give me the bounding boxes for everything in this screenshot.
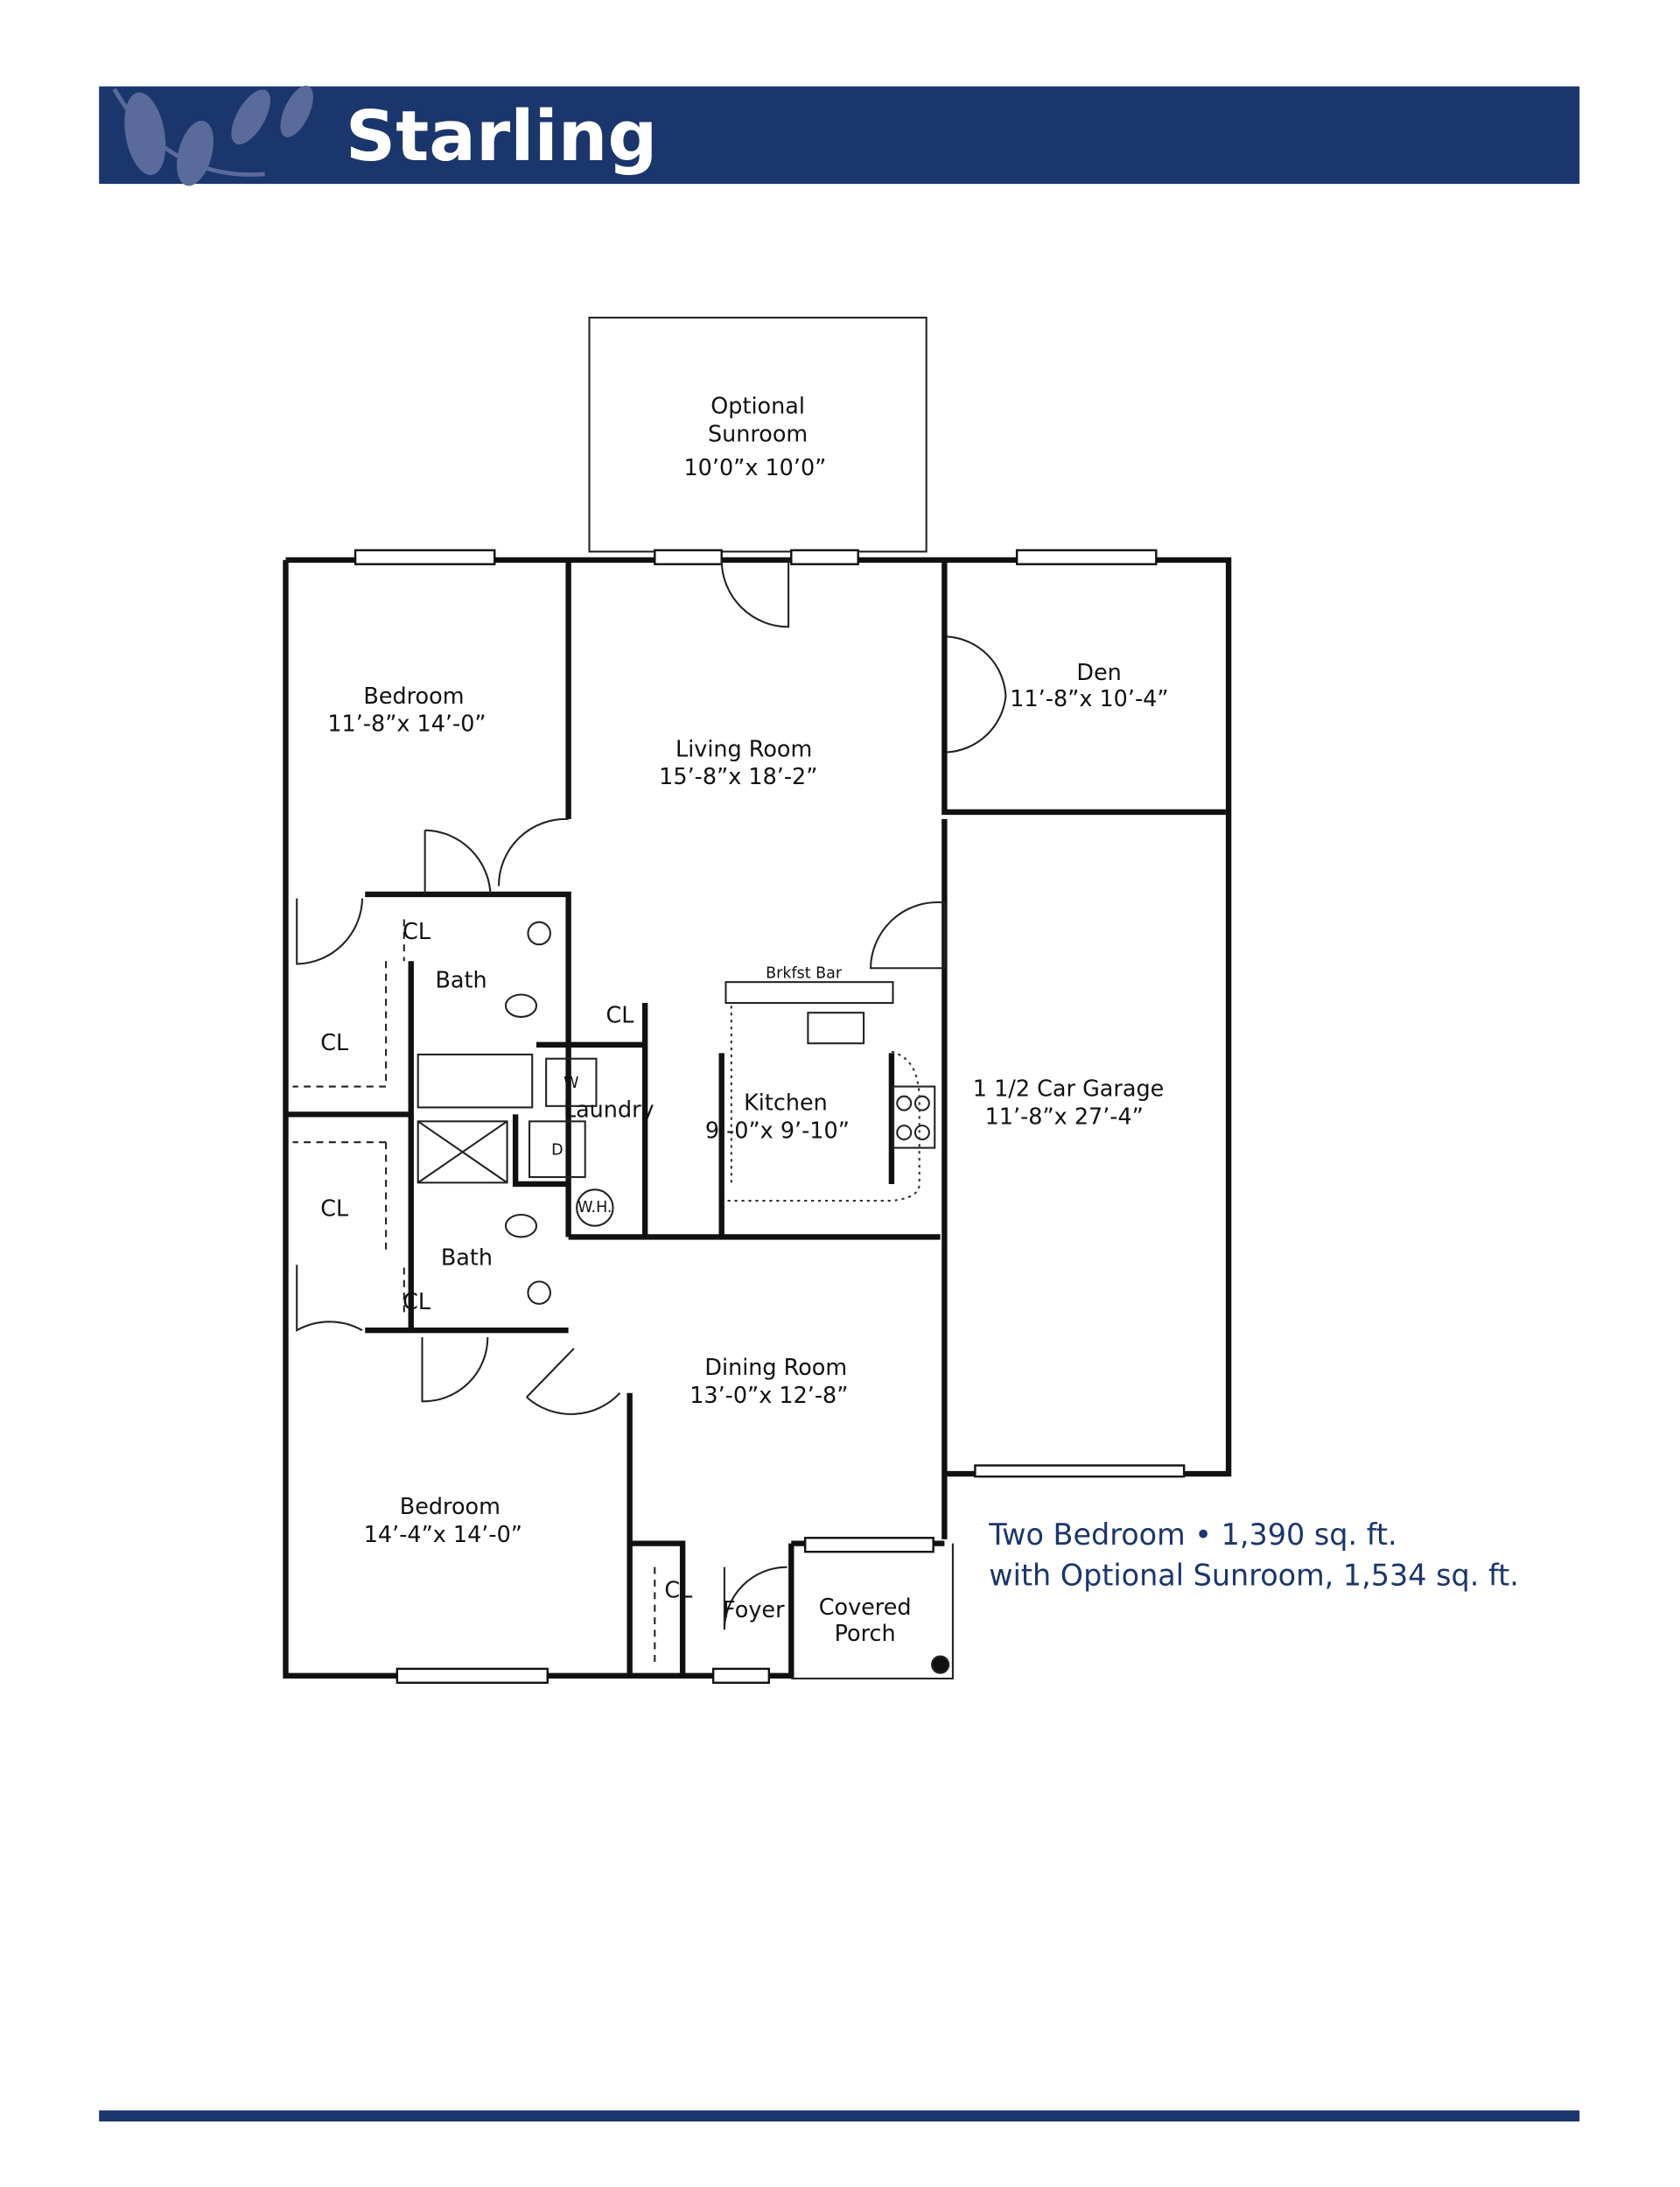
garage-size: 11’-8”x 27’-4” bbox=[985, 1104, 1144, 1131]
fixtures bbox=[292, 919, 950, 1674]
leaf-logo-icon bbox=[112, 85, 313, 186]
bath1-label: Bath bbox=[435, 968, 486, 994]
bath2-label: Bath bbox=[441, 1244, 493, 1271]
living-room-size: 15’-8”x 18’-2” bbox=[659, 764, 817, 790]
porch-label: Covered bbox=[819, 1595, 912, 1621]
summary-line-1: Two Bedroom • 1,390 sq. ft. bbox=[988, 1518, 1396, 1552]
doors bbox=[296, 559, 1007, 1630]
bedroom1-size: 11’-8”x 14’-0” bbox=[327, 711, 486, 738]
bedroom2-label: Bedroom bbox=[400, 1494, 500, 1520]
closet-label: CL bbox=[320, 1030, 349, 1056]
dryer-label: D bbox=[551, 1142, 563, 1160]
foyer-label: Foyer bbox=[723, 1597, 785, 1623]
header-bar bbox=[99, 86, 1580, 185]
bedroom2-size: 14’-4”x 14’-0” bbox=[364, 1522, 522, 1548]
sunroom-outline bbox=[588, 316, 928, 553]
footer-bar bbox=[99, 2110, 1580, 2122]
sunroom-label: Optional bbox=[710, 394, 805, 420]
kitchen-size: 9’-0”x 9’-10” bbox=[705, 1118, 850, 1144]
closet-label: CL bbox=[320, 1196, 349, 1223]
sunroom-label-2: Sunroom bbox=[708, 422, 808, 448]
dining-room-size: 13’-0”x 12’-8” bbox=[690, 1383, 848, 1409]
washer-label: W bbox=[564, 1075, 578, 1092]
garage-label: 1 1/2 Car Garage bbox=[973, 1076, 1164, 1103]
water-heater-label: W.H. bbox=[578, 1199, 612, 1216]
porch-label-2: Porch bbox=[835, 1621, 896, 1647]
windows bbox=[354, 549, 1186, 1684]
laundry-label: Laundry bbox=[564, 1097, 654, 1124]
sunroom-size: 10’0”x 10’0” bbox=[683, 455, 826, 481]
closet-label: CL bbox=[606, 1002, 635, 1028]
kitchen-label: Kitchen bbox=[744, 1090, 828, 1117]
den-label: Den bbox=[1076, 660, 1121, 686]
dining-room-label: Dining Room bbox=[704, 1355, 847, 1381]
page-title: Starling bbox=[346, 95, 657, 177]
summary-line-2: with Optional Sunroom, 1,534 sq. ft. bbox=[989, 1558, 1519, 1592]
den-size: 11’-8”x 10’-4” bbox=[1010, 686, 1168, 712]
brkfst-bar-label: Brkfst Bar bbox=[766, 964, 843, 982]
bedroom1-label: Bedroom bbox=[363, 683, 464, 710]
closet-label: CL bbox=[402, 1289, 431, 1315]
room-labels: Optional Sunroom 10’0”x 10’0” Bedroom 11… bbox=[320, 394, 1168, 1647]
closet-label: CL bbox=[402, 919, 431, 945]
closet-label: CL bbox=[664, 1578, 693, 1604]
living-room-label: Living Room bbox=[676, 736, 812, 762]
